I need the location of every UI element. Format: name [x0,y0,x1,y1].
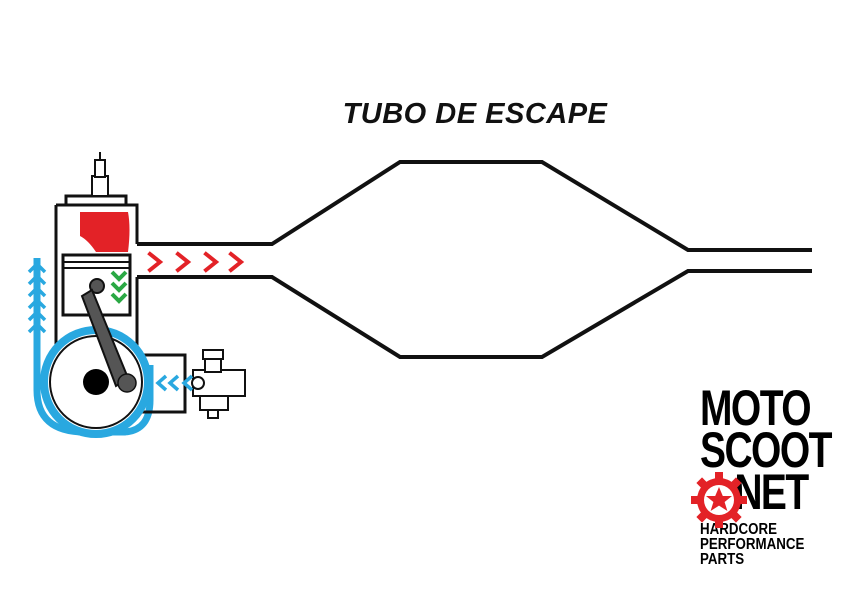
carburetor-icon [191,349,246,419]
spark-plug-icon [91,152,109,197]
logo-word-scoot: SCOOT [700,422,832,478]
piston-motion-arrows [110,270,128,304]
exhaust-gas-blob [80,212,130,252]
exhaust-pipe-lower-wall [137,269,812,359]
cylinder-outline [54,203,187,414]
diagram-title: TUBO DE ESCAPE [342,98,608,130]
motoscoot-logo: MOTO SCOOT NET HARDCORE PERFORMANCE PART… [691,380,832,568]
gear-star-icon [691,472,747,528]
crank-pin [117,373,137,393]
exhaust-pipe-upper-wall [137,160,812,252]
transfer-flow-arrows [27,261,47,334]
exhaust-flow-arrows [147,251,245,273]
engine [33,152,187,438]
crankshaft [83,369,109,395]
logo-tagline-line: PERFORMANCE [700,536,805,553]
logo-word-net: NET [734,464,809,520]
intake-flow-arrows [155,374,194,392]
logo-tagline: HARDCORE PERFORMANCE PARTS [700,522,830,568]
exhaust-pipe [137,160,812,359]
connecting-rod [80,288,130,388]
logo-word-moto: MOTO [700,380,812,436]
logo-tagline-line: PARTS [700,551,745,568]
